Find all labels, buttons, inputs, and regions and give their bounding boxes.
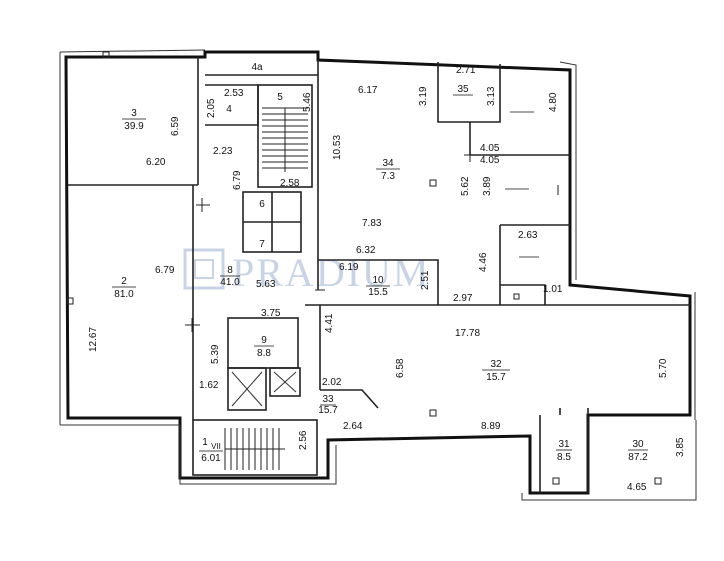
- dim-2-58: 2.58: [280, 178, 300, 189]
- room-1-area: 6.01: [201, 453, 221, 464]
- dim-5-70: 5.70: [658, 358, 669, 378]
- dim-12-67: 12.67: [88, 327, 99, 352]
- room-8-number: 8: [227, 265, 233, 276]
- dim-4-05-b: 4.05: [480, 155, 500, 166]
- dim-2-02: 2.02: [322, 377, 342, 388]
- watermark: PRADIUM: [183, 248, 430, 295]
- dim-10-53: 10.53: [332, 135, 343, 160]
- room-3-area: 39.9: [124, 121, 144, 132]
- dim-2-64: 2.64: [343, 421, 363, 432]
- dim-3-89: 3.89: [482, 176, 493, 196]
- dim-4-80: 4.80: [548, 92, 559, 112]
- room-2-number: 2: [121, 276, 127, 287]
- room-26-area: 87.2: [628, 452, 648, 463]
- dim-6-79-b: 6.79: [155, 265, 175, 276]
- dim-5-46: 5.46: [302, 92, 313, 112]
- room-10-area: 15.5: [368, 287, 388, 298]
- room-10-number: 10: [372, 275, 384, 286]
- dim-8-89: 8.89: [481, 421, 501, 432]
- dim-2-71: 2.71: [456, 65, 476, 76]
- dim-3-19: 3.19: [418, 86, 429, 106]
- dim-2-53: 2.53: [224, 88, 244, 99]
- dim-1-01: 1.01: [543, 284, 563, 295]
- dim-2-63: 2.63: [518, 230, 538, 241]
- dim-4-05-a: 4.05: [480, 143, 500, 154]
- dim-2-23: 2.23: [213, 146, 233, 157]
- dim-6-58: 6.58: [395, 358, 406, 378]
- room-1-number: 1: [202, 437, 208, 448]
- dim-3-85: 3.85: [675, 437, 686, 457]
- watermark-text: PRADIUM: [232, 250, 430, 295]
- room-31-number: 35: [457, 84, 469, 95]
- room-8-area: 41.0: [220, 277, 240, 288]
- room-26-number: 30: [632, 439, 644, 450]
- room-1-suffix: VII: [211, 442, 221, 451]
- room-28-number: 32: [490, 359, 502, 370]
- dim-7-83: 7.83: [362, 218, 382, 229]
- dim-6-79-a: 6.79: [232, 170, 243, 190]
- room-29-number: 33: [322, 394, 334, 405]
- dim-4-46: 4.46: [478, 252, 489, 272]
- dim-17-78: 17.78: [455, 328, 480, 339]
- room-4-number: 4: [226, 104, 232, 115]
- room-7-number: 7: [259, 239, 265, 250]
- dim-4-41: 4.41: [324, 313, 335, 333]
- dim-2-56: 2.56: [298, 430, 309, 450]
- dim-6-17: 6.17: [358, 85, 378, 96]
- room-6-number: 6: [259, 199, 265, 210]
- room-28-area: 15.7: [486, 372, 506, 383]
- dim-2-51: 2.51: [420, 270, 431, 290]
- room-29-area: 15.7: [318, 405, 338, 416]
- dim-2-97: 2.97: [453, 293, 473, 304]
- dim-3-13: 3.13: [486, 86, 497, 106]
- dim-6-59: 6.59: [170, 116, 181, 136]
- dim-5-39: 5.39: [210, 344, 221, 364]
- interior-walls: [66, 51, 690, 493]
- dim-3-75: 3.75: [261, 308, 281, 319]
- dimension-labels: 2.53 2.05 6.59 6.20 2.23 6.79 6.79 5.46 …: [88, 65, 686, 493]
- dim-6-32: 6.32: [356, 245, 376, 256]
- room-labels: 3 39.9 2 81.0 4 4a 5 6 7 8 41.0 9 8.8 10…: [112, 62, 648, 464]
- dim-2-05: 2.05: [206, 98, 217, 118]
- room-3-number: 3: [131, 108, 137, 119]
- dim-5-63: 5.63: [256, 279, 276, 290]
- room-27-number: 31: [558, 439, 570, 450]
- room-9-area: 8.8: [257, 348, 271, 359]
- dim-5-62: 5.62: [460, 176, 471, 196]
- room-9-number: 9: [261, 335, 267, 346]
- room-5-number: 5: [277, 92, 283, 103]
- room-30-number: 34: [382, 158, 394, 169]
- room-2-area: 81.0: [114, 289, 134, 300]
- room-4a-number: 4a: [251, 62, 263, 73]
- dim-6-20: 6.20: [146, 157, 166, 168]
- room-30-area: 7.3: [381, 171, 395, 182]
- dim-1-62: 1.62: [199, 380, 219, 391]
- dim-6-19: 6.19: [339, 262, 359, 273]
- room-27-area: 8.5: [557, 452, 571, 463]
- dim-4-65: 4.65: [627, 482, 647, 493]
